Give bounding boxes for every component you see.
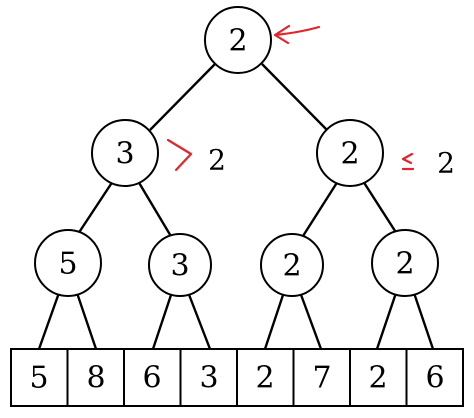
greater-than-mark (166, 138, 193, 172)
node-level1-right-value: 2 (340, 137, 359, 172)
less-or-equal-mark (401, 152, 415, 171)
node-level1-left (91, 119, 159, 187)
edge-root-left (149, 63, 216, 131)
leaf-cell-1: 8 (86, 361, 105, 396)
greater-than-value: 2 (208, 144, 226, 177)
root-pointer-arrow-icon (273, 24, 321, 45)
node-level2-a-value: 5 (58, 247, 77, 282)
edge-l1b-l2c (301, 180, 340, 237)
edge-l2c-leaf5 (298, 291, 323, 350)
node-level2-b (148, 233, 212, 297)
node-level2-c (260, 233, 324, 297)
edge-l2b-leaf2 (151, 291, 174, 350)
edge-l1b-l2d (361, 180, 399, 235)
leaf-cell-3: 3 (199, 361, 218, 396)
node-level2-b-value: 3 (170, 249, 189, 284)
edge-root-right (261, 63, 328, 131)
edge-l2a-leaf0 (37, 289, 62, 350)
edge-l2b-leaf3 (186, 291, 212, 350)
edge-l2d-leaf6 (375, 289, 399, 350)
edge-l2c-leaf4 (263, 291, 286, 350)
leaf-array (10, 348, 464, 407)
node-level2-d-value: 2 (395, 247, 414, 282)
node-level2-a (34, 229, 102, 297)
node-level2-d (371, 229, 439, 297)
node-level2-c-value: 2 (282, 249, 301, 284)
node-root-value: 2 (228, 24, 247, 59)
node-level1-left-value: 3 (115, 137, 134, 172)
leaf-cell-0: 5 (29, 361, 48, 396)
edge-l2d-leaf7 (411, 289, 435, 350)
leaf-cell-7: 6 (425, 361, 444, 396)
leaf-cell-4: 2 (255, 361, 274, 396)
edge-l1a-l2a (76, 180, 115, 235)
edge-l1a-l2b (136, 180, 174, 239)
leaf-cell-5: 7 (312, 361, 331, 396)
less-or-equal-value: 2 (437, 147, 455, 180)
edge-l2a-leaf1 (74, 289, 98, 350)
leaf-cell-6: 2 (368, 361, 387, 396)
node-level1-right (316, 119, 384, 187)
node-root (204, 6, 272, 74)
leaf-cell-2: 6 (142, 361, 161, 396)
tree-edges (37, 63, 435, 350)
